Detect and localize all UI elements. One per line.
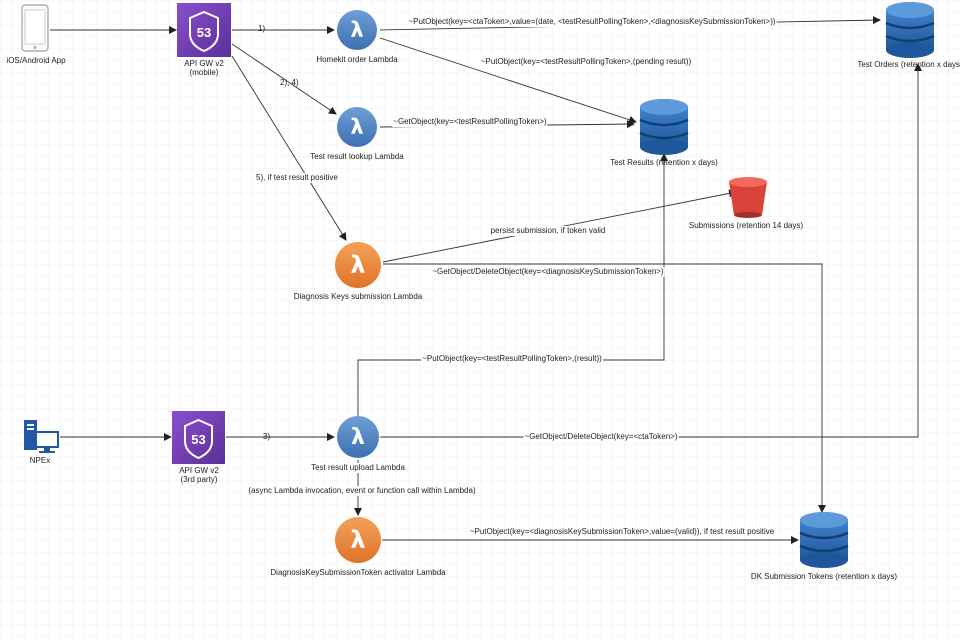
node-label-homekit-lambda: Homekit order Lambda — [316, 55, 398, 64]
edge-label-persist-submission: persist submission, if token valid — [489, 226, 607, 236]
computer-icon — [24, 420, 59, 453]
node-label-submissions: Submissions (retention 14 days) — [688, 221, 804, 230]
lambda-icon: λ — [337, 10, 377, 50]
route53-icon: 53 — [177, 3, 231, 57]
node-label-mobile-app: iOS/Android App — [6, 56, 66, 65]
edge-label-get-delete-cta: ~GetObject/DeleteObject(key=<ctaToken>) — [523, 432, 679, 442]
svg-text:λ: λ — [350, 115, 363, 139]
lambda-icon: λ — [335, 517, 381, 563]
s3-bucket-icon — [729, 177, 767, 218]
node-label-test-result-upload: Test result upload Lambda — [310, 463, 406, 473]
edge-label-2-4: 2), 4) — [280, 78, 299, 87]
edge-label-put-test-results-pending: ~PutObject(key=<testResultPollingToken>,… — [479, 57, 693, 67]
edge-label-3: 3) — [263, 432, 271, 441]
node-label-dk-submission-tokens: DK Submission Tokens (retention x days) — [750, 572, 898, 581]
smartphone-icon — [21, 4, 49, 52]
edge-label-get-test-results: ~GetObject(key=<testResultPollingToken>) — [392, 117, 548, 127]
route53-icon: 53 — [172, 411, 225, 464]
dynamodb-icon — [639, 99, 689, 155]
node-label-api-gw-mobile-line1: API GW v2 — [184, 59, 224, 68]
edge-5 — [231, 55, 347, 241]
node-label-test-orders: Test Orders (retention x days) — [857, 60, 960, 69]
edge-label-put-dk-tokens: ~PutObject(key=<diagnosisKeySubmissionTo… — [468, 527, 776, 537]
dynamodb-icon — [885, 2, 935, 58]
svg-text:λ: λ — [350, 18, 363, 42]
edge-get-delete-dk — [383, 263, 826, 513]
lambda-icon: λ — [337, 416, 379, 458]
svg-text:λ: λ — [350, 526, 365, 554]
edge-label-5: 5), if test result positive — [255, 173, 339, 183]
node-label-api-gw-3rd-line1: API GW v2 — [179, 466, 219, 475]
node-label-npex: NPEx — [29, 456, 51, 465]
edge-label-1: 1) — [258, 24, 266, 33]
svg-text:53: 53 — [191, 432, 205, 447]
node-label-test-results: Test Results (retention x days) — [610, 158, 718, 167]
lambda-icon: λ — [335, 242, 381, 288]
svg-text:λ: λ — [350, 251, 365, 279]
lambda-icon: λ — [337, 107, 377, 147]
node-label-test-result-lookup: Test result lookup Lambda — [310, 152, 404, 161]
edge-label-put-test-results-result: ~PutObject(key=<testResultPollingToken>,… — [421, 354, 603, 364]
edge-2-4 — [231, 43, 337, 115]
edge-label-put-test-orders: ~PutObject(key=<ctaToken>,value=(date, <… — [407, 17, 777, 27]
node-label-dk-token-activator: DiagnosisKeySubmissionToken activator La… — [270, 568, 446, 577]
edge-put-test-results-pending — [379, 37, 637, 124]
edge-label-get-delete-dk: ~GetObject/DeleteObject(key=<diagnosisKe… — [431, 267, 665, 277]
node-label-api-gw-mobile-line2: (mobile) — [189, 68, 219, 77]
dynamodb-icon — [799, 512, 849, 568]
node-label-dk-submission-lambda: Diagnosis Keys submission Lambda — [293, 292, 423, 301]
svg-text:λ: λ — [351, 425, 365, 450]
edge-label-async-invocation: (async Lambda invocation, event or funct… — [247, 486, 477, 496]
svg-text:53: 53 — [197, 25, 211, 40]
node-label-api-gw-3rd-line2: (3rd party) — [180, 475, 218, 484]
